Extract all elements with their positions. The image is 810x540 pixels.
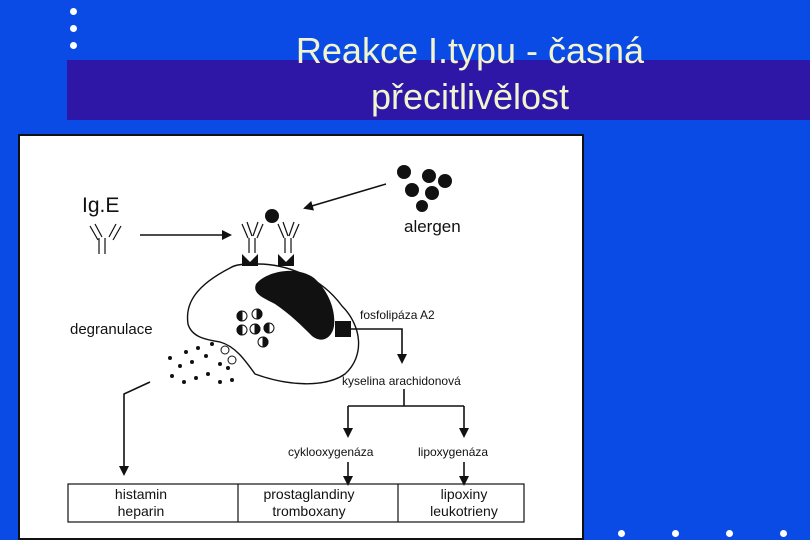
phospholipase-a2-icon xyxy=(335,321,351,337)
bound-allergen-icon xyxy=(265,209,279,223)
product-leukotrienes: leukotrieny xyxy=(430,503,498,519)
granule-icons xyxy=(236,308,275,348)
allergen-particles-icon xyxy=(397,165,452,212)
bullet-dot xyxy=(70,25,77,32)
slide-title: Reakce I.typu - časná přecitlivělost xyxy=(295,30,645,117)
enzyme-label: fosfolipáza A2 xyxy=(360,308,435,322)
diagram-panel: Ig.E alergen degranulace fosfolipáza A2 … xyxy=(18,134,584,540)
cyclooxygenase-label: cyklooxygenáza xyxy=(288,445,374,459)
allergen-label: alergen xyxy=(404,217,461,236)
product-thromboxanes: tromboxany xyxy=(272,503,345,519)
title-band xyxy=(67,60,810,120)
product-lipoxins: lipoxiny xyxy=(441,486,488,502)
ige-label: Ig.E xyxy=(82,194,119,217)
mast-cell-diagram: Ig.E alergen degranulace fosfolipáza A2 … xyxy=(67,165,525,523)
bullet-dot xyxy=(70,8,77,15)
ige-antibody-icon xyxy=(89,223,122,254)
bullet-dot xyxy=(70,42,77,49)
lipoxygenase-label: lipoxygenáza xyxy=(418,445,488,459)
bullet-dot xyxy=(618,530,625,537)
product-prostaglandins: prostaglandiny xyxy=(263,486,354,502)
bullet-dot xyxy=(726,530,733,537)
product-histamin: histamin xyxy=(115,486,167,502)
mast-cell-nucleus xyxy=(255,270,335,340)
cascade-connectors xyxy=(119,328,469,486)
mast-cell-membrane xyxy=(186,263,360,385)
allergen-binding-arrow xyxy=(303,183,387,211)
fc-receptor-icon xyxy=(242,254,294,266)
bullet-dot xyxy=(780,530,787,537)
product-table: histamin heparin prostaglandiny tromboxa… xyxy=(67,483,525,523)
degranulation-label: degranulace xyxy=(70,321,153,338)
bullet-dot xyxy=(672,530,679,537)
acid-label: kyselina arachidonová xyxy=(342,374,461,388)
product-heparin: heparin xyxy=(118,503,165,519)
degranulation-dots-icon xyxy=(168,342,237,384)
bound-ige-icon xyxy=(241,221,300,253)
